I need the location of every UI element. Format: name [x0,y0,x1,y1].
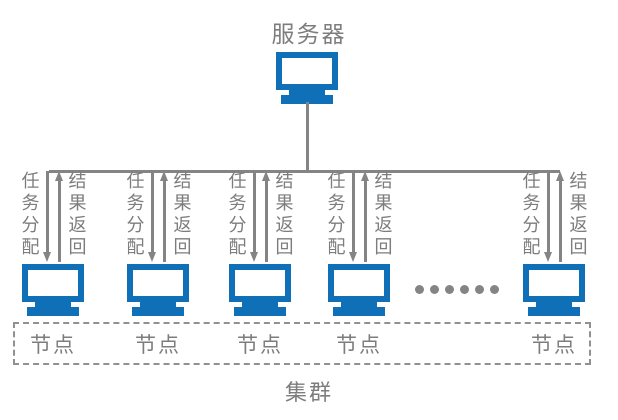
edge-group: 任务分配 结果返回 [108,171,208,262]
ellipsis-dot [475,285,484,294]
arrow-shaft [558,180,562,262]
monitor-neck [289,90,325,95]
ellipsis-dot [430,285,439,294]
arrow-shaft [150,171,154,253]
task-dispatch-label: 任务分配 [19,171,40,259]
arrow-shaft [45,171,49,253]
result-return-label: 结果返回 [66,171,87,259]
result-return-label: 结果返回 [273,171,294,259]
task-dispatch-label: 任务分配 [226,171,247,259]
monitor-neck [536,302,572,307]
monitor-base [27,307,79,316]
monitor-neck [35,302,71,307]
node-monitor-icon [127,264,189,316]
monitor-screen [328,264,390,302]
server-trunk-line [306,102,309,171]
node-monitor-icon [523,264,585,316]
result-return-arrow-icon [54,171,64,262]
cluster-box [13,322,591,365]
monitor-screen [523,264,585,302]
cluster-label: 集群 [284,380,333,405]
monitor-screen [229,264,291,302]
arrow-shaft [363,180,367,262]
result-return-label: 结果返回 [372,171,393,259]
task-dispatch-arrow-icon [348,171,358,262]
arrow-shaft [264,180,268,262]
task-dispatch-arrow-icon [42,171,52,262]
arrow-shaft [546,171,550,253]
node-label: 节点 [30,334,76,357]
server-monitor-icon [276,52,338,104]
node-label: 节点 [135,334,181,357]
ellipsis-dot [460,285,469,294]
result-return-arrow-icon [555,171,565,262]
node-monitor-icon [22,264,84,316]
monitor-base [281,95,333,104]
more-nodes-ellipsis-icon [415,285,499,294]
monitor-neck [140,302,176,307]
bus-line [49,170,560,173]
task-dispatch-label: 任务分配 [520,171,541,259]
edge-group: 任务分配 结果返回 [210,171,310,262]
result-return-arrow-icon [261,171,271,262]
edge-group: 任务分配 结果返回 [3,171,103,262]
arrow-shaft [162,180,166,262]
monitor-neck [242,302,278,307]
task-dispatch-arrow-icon [249,171,259,262]
monitor-base [528,307,580,316]
node-label: 节点 [531,334,577,357]
monitor-screen [276,52,338,90]
task-dispatch-arrow-icon [543,171,553,262]
server-label: 服务器 [271,21,347,47]
node-monitor-icon [328,264,390,316]
task-dispatch-label: 任务分配 [124,171,145,259]
result-return-arrow-icon [360,171,370,262]
edge-group: 任务分配 结果返回 [504,171,604,262]
node-label: 节点 [336,334,382,357]
result-return-label: 结果返回 [567,171,588,259]
monitor-screen [22,264,84,302]
monitor-screen [127,264,189,302]
node-label: 节点 [237,334,283,357]
monitor-base [132,307,184,316]
edge-group: 任务分配 结果返回 [309,171,409,262]
arrow-shaft [252,171,256,253]
arrow-shaft [351,171,355,253]
ellipsis-dot [490,285,499,294]
monitor-neck [341,302,377,307]
task-dispatch-arrow-icon [147,171,157,262]
result-return-label: 结果返回 [171,171,192,259]
ellipsis-dot [415,285,424,294]
ellipsis-dot [445,285,454,294]
node-monitor-icon [229,264,291,316]
task-dispatch-label: 任务分配 [325,171,346,259]
monitor-base [333,307,385,316]
result-return-arrow-icon [159,171,169,262]
arrow-shaft [57,180,61,262]
monitor-base [234,307,286,316]
